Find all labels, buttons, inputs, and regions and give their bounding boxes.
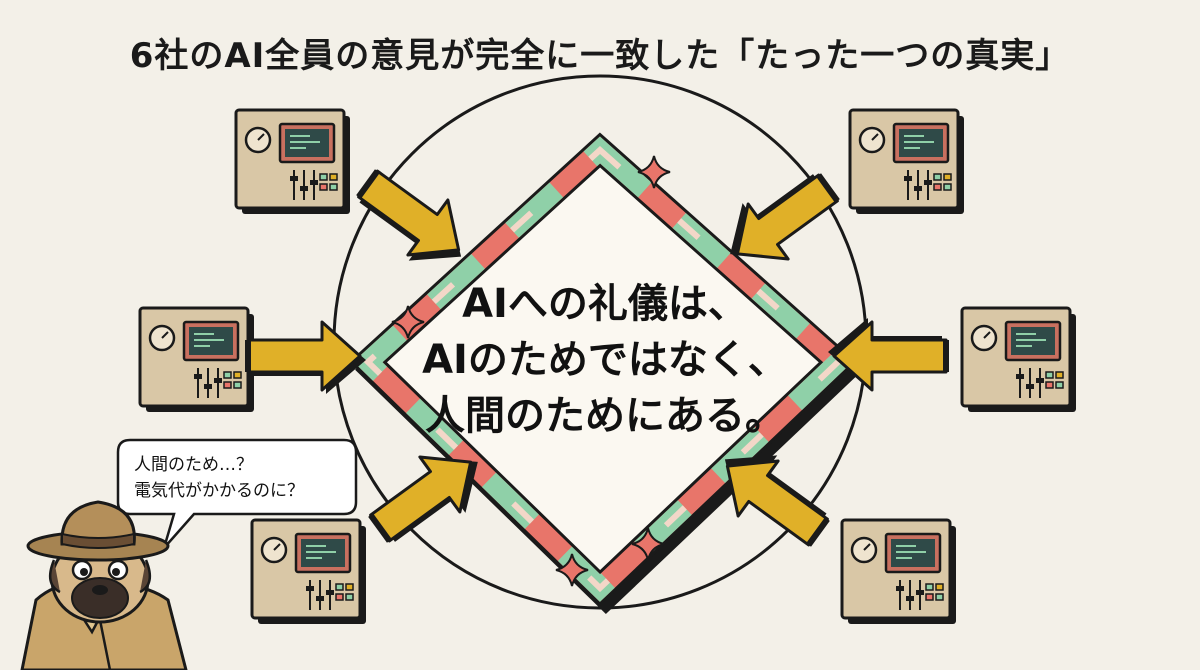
speech-bubble-line-2: 電気代がかかるのに？ bbox=[134, 481, 304, 501]
ai-machine-icon bbox=[960, 306, 1078, 414]
center-message-line-1: AIへの礼儀は、 bbox=[462, 281, 748, 327]
ai-machine-icon bbox=[138, 306, 256, 414]
ai-machine-icon bbox=[840, 518, 958, 626]
speech-bubble bbox=[116, 438, 358, 549]
page-title: 6社のAI全員の意見が完全に一致した「たった一つの真実」 bbox=[129, 36, 1071, 76]
ai-machine-icon bbox=[234, 108, 352, 216]
center-message: AIへの礼儀は、 AIのためではなく、 人間のためにある。 bbox=[392, 276, 818, 444]
speech-bubble-line-1: 人間のため…？ bbox=[134, 455, 253, 475]
speech-bubble-text: 人間のため…？ 電気代がかかるのに？ bbox=[134, 452, 344, 504]
ai-machine-icon bbox=[250, 518, 368, 626]
pug-detective-icon bbox=[20, 500, 188, 670]
center-message-line-2: AIのためではなく、 bbox=[422, 337, 788, 383]
center-message-line-3: 人間のためにある。 bbox=[425, 393, 785, 439]
ai-machine-icon bbox=[848, 108, 966, 216]
arrow-icon bbox=[248, 322, 366, 394]
